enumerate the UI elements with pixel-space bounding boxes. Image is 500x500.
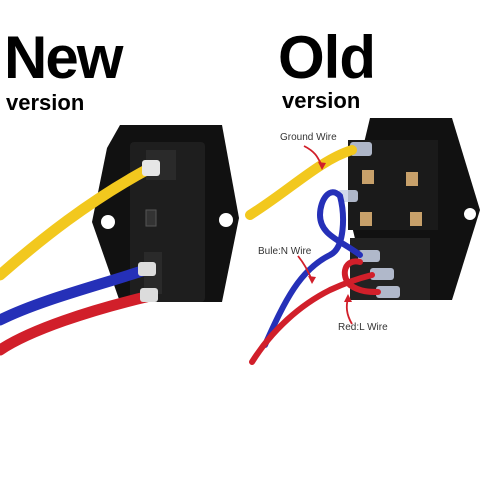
new-ground-connector (142, 160, 160, 176)
old-connector-d (376, 286, 400, 298)
new-version-subtitle: version (6, 90, 85, 115)
ground-arrow-head (318, 162, 326, 170)
live-arrow-head (344, 294, 352, 302)
callout-arrows (297, 145, 353, 325)
ground-wire-label: Ground Wire (280, 132, 337, 143)
old-terminal-3 (360, 212, 372, 226)
old-mount-hole-right (464, 208, 476, 220)
new-red-wire (0, 290, 156, 356)
old-terminal-2 (406, 172, 418, 186)
new-mount-hole-left (101, 215, 115, 229)
new-neutral-connector (138, 262, 156, 276)
neutral-wire-label: Bule:N Wire (258, 246, 312, 257)
old-terminal-1 (362, 170, 374, 184)
old-red-wire-2 (341, 258, 381, 295)
old-blue-wire-2 (316, 189, 363, 258)
new-yellow-wire (0, 162, 156, 281)
old-connector-b (358, 250, 380, 262)
old-version-subtitle: version (282, 88, 361, 113)
new-fuse-mark (145, 209, 157, 227)
new-wires (0, 160, 160, 356)
old-terminal-4 (410, 212, 422, 226)
old-red-wire-1 (249, 272, 375, 365)
new-mount-hole-right (219, 213, 233, 227)
neutral-arrow-head (308, 276, 316, 284)
live-wire-label: Red:L Wire (338, 322, 388, 333)
old-blue-wire-1 (262, 193, 346, 348)
old-version-socket (338, 118, 480, 300)
new-live-connector (140, 288, 158, 302)
old-version-title: Old (278, 24, 376, 91)
old-connector-c (370, 268, 394, 280)
new-version-title: New (4, 24, 123, 91)
old-yellow-wire (245, 145, 357, 220)
new-blue-wire (0, 264, 151, 326)
old-wires (245, 145, 381, 365)
